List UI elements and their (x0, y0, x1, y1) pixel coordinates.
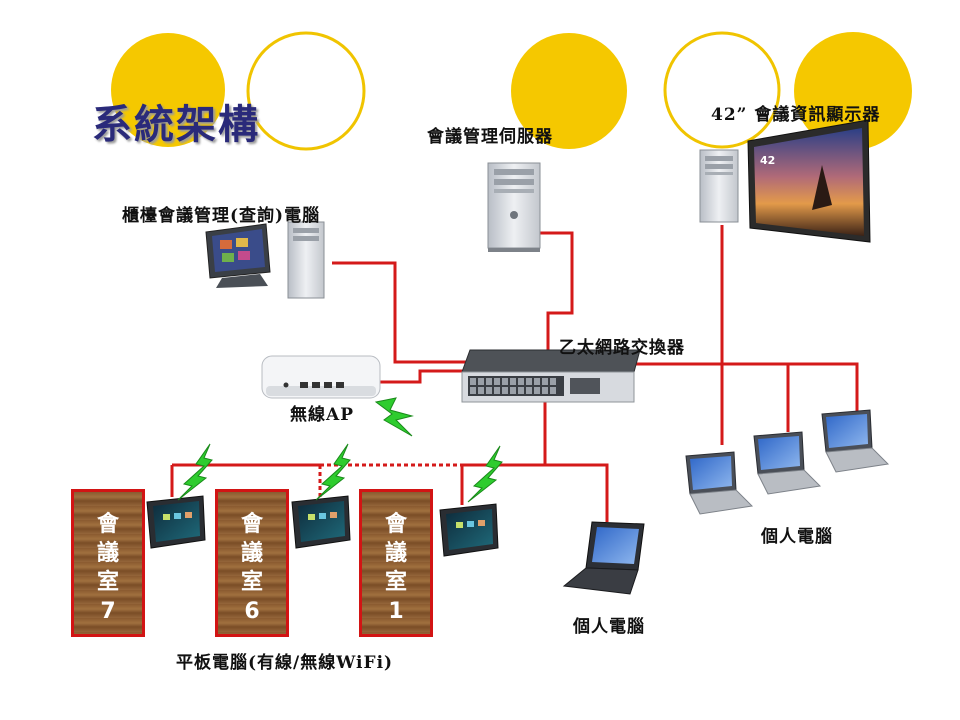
room-number: 7 (100, 599, 116, 624)
decor-circle-ring (246, 31, 366, 151)
server-tower (487, 162, 541, 252)
room-char: 室 (384, 570, 407, 595)
wifi-bolt-icon (315, 443, 351, 501)
room-char: 會 (96, 512, 119, 537)
decor-circle-fill (511, 33, 627, 149)
label-tablets: 平板電腦(有線/無線WiFi) (176, 653, 394, 673)
label-wireless-ap: 無線AP (290, 405, 354, 425)
label-pc-right: 個人電腦 (761, 527, 833, 547)
decor-circle-fill (111, 33, 225, 147)
display-monitor: 42 (747, 119, 871, 243)
room-number: 6 (244, 599, 260, 624)
laptop-right-2 (753, 431, 822, 495)
wifi-bolt-icon (467, 445, 503, 503)
label-pc-bottom: 個人電腦 (573, 617, 645, 637)
decor-circle-fill (794, 32, 912, 150)
room-char: 議 (96, 541, 119, 566)
decor-circles (111, 31, 912, 151)
room-char: 會 (384, 512, 407, 537)
meeting-room-1: 會 議 室 1 (359, 489, 433, 637)
room-char: 議 (240, 541, 263, 566)
wifi-bolt-icon (177, 443, 213, 501)
room-number: 1 (388, 599, 404, 624)
display-tower (699, 149, 739, 223)
tablet-room-1 (439, 503, 499, 557)
label-server: 會議管理伺服器 (427, 127, 553, 147)
link-server (540, 231, 574, 352)
label-switch: 乙太網路交換器 (559, 338, 685, 358)
network-links (170, 225, 859, 522)
tablet-room-6 (291, 495, 351, 549)
decor-circle-ring (663, 31, 781, 149)
room-char: 室 (240, 570, 263, 595)
counter-pc (205, 221, 325, 299)
label-counter-pc: 櫃檯會議管理(查詢)電腦 (122, 206, 321, 226)
meeting-room-7: 會 議 室 7 (71, 489, 145, 637)
room-char: 室 (96, 570, 119, 595)
room-char: 會 (240, 512, 263, 537)
meeting-room-6: 會 議 室 6 (215, 489, 289, 637)
link-counter-pc (332, 261, 470, 364)
link-right-laptops (630, 362, 859, 412)
room-char: 議 (384, 541, 407, 566)
tablet-room-7 (146, 495, 206, 549)
label-display: 42” 會議資訊顯示器 (711, 105, 881, 125)
page-title: 系統架構 (92, 102, 260, 148)
laptop-bottom (562, 521, 645, 595)
display-screen-number: 42 (760, 154, 775, 167)
link-switch-down (543, 400, 609, 522)
laptop-right-3 (821, 409, 890, 473)
ethernet-switch (461, 349, 641, 403)
laptop-right-1 (685, 451, 754, 515)
wifi-bolt-icon (374, 397, 414, 437)
wifi-signals (177, 397, 503, 503)
wireless-ap-device (261, 355, 381, 399)
link-ap (380, 369, 463, 384)
